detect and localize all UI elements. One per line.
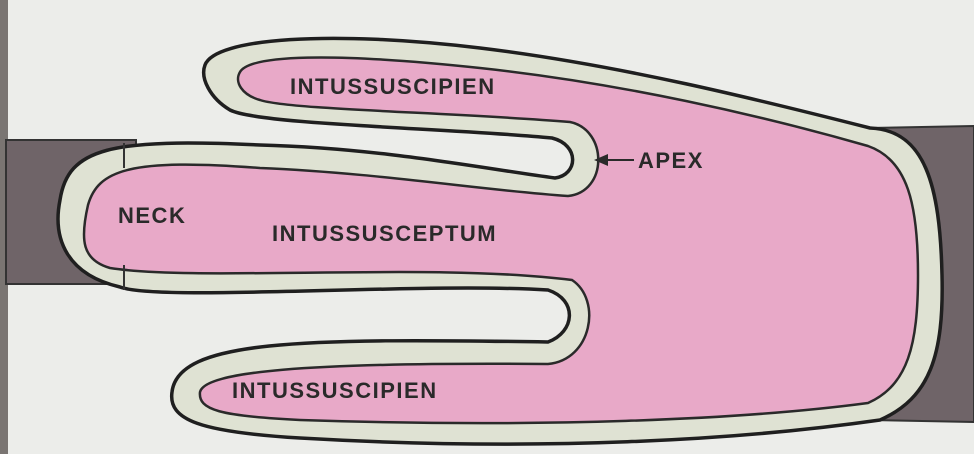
label-intussuscipien-upper: INTUSSUSCIPIEN [290, 74, 496, 99]
label-neck: NECK [118, 203, 186, 228]
label-intussuscipien-lower: INTUSSUSCIPIEN [232, 378, 438, 403]
label-apex: APEX [638, 148, 704, 173]
label-intussusceptum: INTUSSUSCEPTUM [272, 221, 497, 246]
